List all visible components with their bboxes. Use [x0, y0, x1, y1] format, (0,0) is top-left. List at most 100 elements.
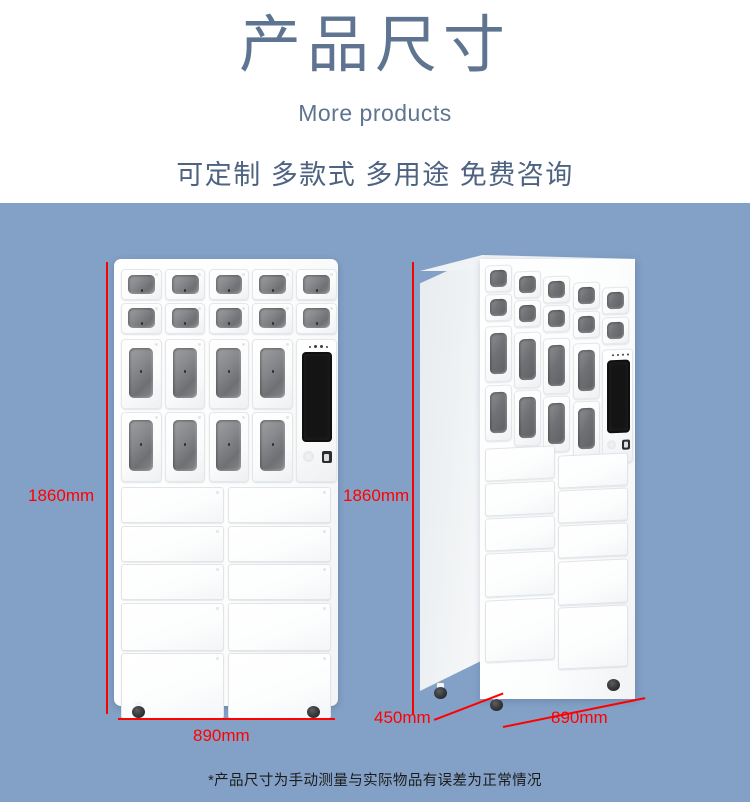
locker-cell[interactable] — [164, 302, 206, 334]
speaker-grille-icon — [303, 451, 315, 463]
cabinet-side-panel — [420, 255, 482, 691]
terminal-panel[interactable] — [296, 339, 337, 482]
cell-lock-icon — [140, 322, 143, 326]
cell-window — [128, 274, 155, 295]
locker-cell[interactable] — [252, 411, 293, 482]
cell-hinge-dot — [242, 273, 246, 276]
cell-lock-icon — [184, 442, 187, 446]
left-width-label: 890mm — [193, 726, 250, 745]
page-title: 产品尺寸 — [238, 11, 511, 80]
cell-hinge-dot — [154, 343, 158, 346]
right-depth-dimension-line — [433, 692, 504, 721]
left-height-label: 1860mm — [28, 486, 95, 505]
locker-cell[interactable] — [296, 302, 337, 334]
left-height-dimension-line — [106, 262, 108, 714]
caster-tire — [434, 687, 447, 699]
right-width-label: 890mm — [551, 708, 608, 727]
door-hinge-dot — [216, 491, 220, 494]
cell-lock-icon — [184, 370, 187, 374]
locker-door[interactable] — [121, 564, 225, 600]
cell-window — [303, 308, 331, 328]
cell-lock-icon — [272, 322, 275, 326]
touchscreen-display[interactable] — [302, 352, 333, 442]
page-header: 产品尺寸 More products 可定制 多款式 多用途 免费咨询 — [0, 0, 750, 203]
door-hinge-dot — [216, 606, 220, 610]
locker-door[interactable] — [227, 487, 331, 523]
cell-window — [215, 308, 243, 328]
cabinet-body — [114, 259, 338, 719]
perspective-view-locker — [420, 255, 635, 711]
locker-cell[interactable] — [164, 411, 206, 482]
card-reader-icon[interactable] — [321, 451, 332, 464]
cell-window — [128, 308, 155, 328]
locker-door[interactable] — [121, 525, 225, 562]
locker-door[interactable] — [227, 525, 331, 562]
door-hinge-dot — [323, 568, 326, 571]
caster-wheel — [434, 683, 447, 699]
cell-hinge-dot — [154, 415, 158, 419]
locker-cell[interactable] — [121, 411, 162, 482]
cell-lock-icon — [315, 322, 318, 326]
cell-hinge-dot — [242, 306, 246, 310]
front-view-locker — [114, 259, 338, 719]
caster-stem — [493, 695, 500, 700]
locker-cell[interactable] — [252, 339, 293, 409]
locker-cell[interactable] — [252, 269, 293, 300]
cell-window — [215, 274, 243, 295]
locker-cell[interactable] — [121, 339, 162, 409]
caster-tire — [132, 706, 145, 718]
cell-window — [259, 274, 287, 295]
cell-hinge-dot — [198, 306, 202, 310]
page-subtitle: More products — [298, 100, 452, 126]
door-hinge-dot — [323, 606, 326, 610]
locker-cell[interactable] — [121, 302, 162, 334]
locker-cell[interactable] — [208, 339, 250, 409]
door-hinge-dot — [323, 491, 326, 494]
cell-lock-icon — [227, 442, 230, 446]
door-hinge-dot — [323, 529, 326, 533]
cell-lock-icon — [140, 288, 143, 292]
cell-hinge-dot — [329, 306, 333, 310]
caster-stem — [135, 702, 142, 707]
locker-cell[interactable] — [164, 339, 206, 409]
cell-lock-icon — [140, 370, 143, 374]
locker-cell[interactable] — [208, 411, 250, 482]
cell-lock-icon — [140, 442, 143, 446]
locker-cell[interactable] — [121, 269, 162, 300]
locker-door[interactable] — [121, 602, 225, 651]
cell-window — [303, 274, 331, 295]
locker-cell[interactable] — [164, 269, 206, 300]
locker-door[interactable] — [227, 602, 331, 651]
cell-window — [259, 308, 287, 328]
caster-stem — [310, 702, 317, 707]
cell-hinge-dot — [198, 273, 202, 276]
cell-hinge-dot — [285, 306, 289, 310]
cell-window — [171, 308, 199, 328]
right-height-dimension-line — [412, 262, 414, 714]
cell-hinge-dot — [198, 343, 202, 346]
door-hinge-dot — [323, 657, 326, 660]
caster-stem — [610, 675, 617, 680]
cell-hinge-dot — [329, 273, 333, 276]
cell-lock-icon — [228, 288, 231, 292]
cell-lock-icon — [227, 370, 230, 374]
cell-lock-icon — [315, 288, 318, 292]
locker-door[interactable] — [227, 564, 331, 600]
footnote-text: *产品尺寸为手动测量与实际物品有误差为正常情况 — [208, 773, 542, 789]
caster-tire — [607, 679, 620, 691]
locker-cell[interactable] — [296, 269, 337, 300]
locker-cell[interactable] — [252, 302, 293, 334]
locker-cell[interactable] — [208, 269, 250, 300]
locker-door[interactable] — [121, 487, 225, 523]
locker-cell[interactable] — [208, 302, 250, 334]
cell-lock-icon — [184, 288, 187, 292]
cell-hinge-dot — [285, 273, 289, 276]
caster-tire — [307, 706, 320, 718]
door-hinge-dot — [216, 657, 220, 660]
door-hinge-dot — [216, 568, 220, 571]
cell-lock-icon — [271, 442, 274, 446]
cell-window — [171, 274, 199, 295]
